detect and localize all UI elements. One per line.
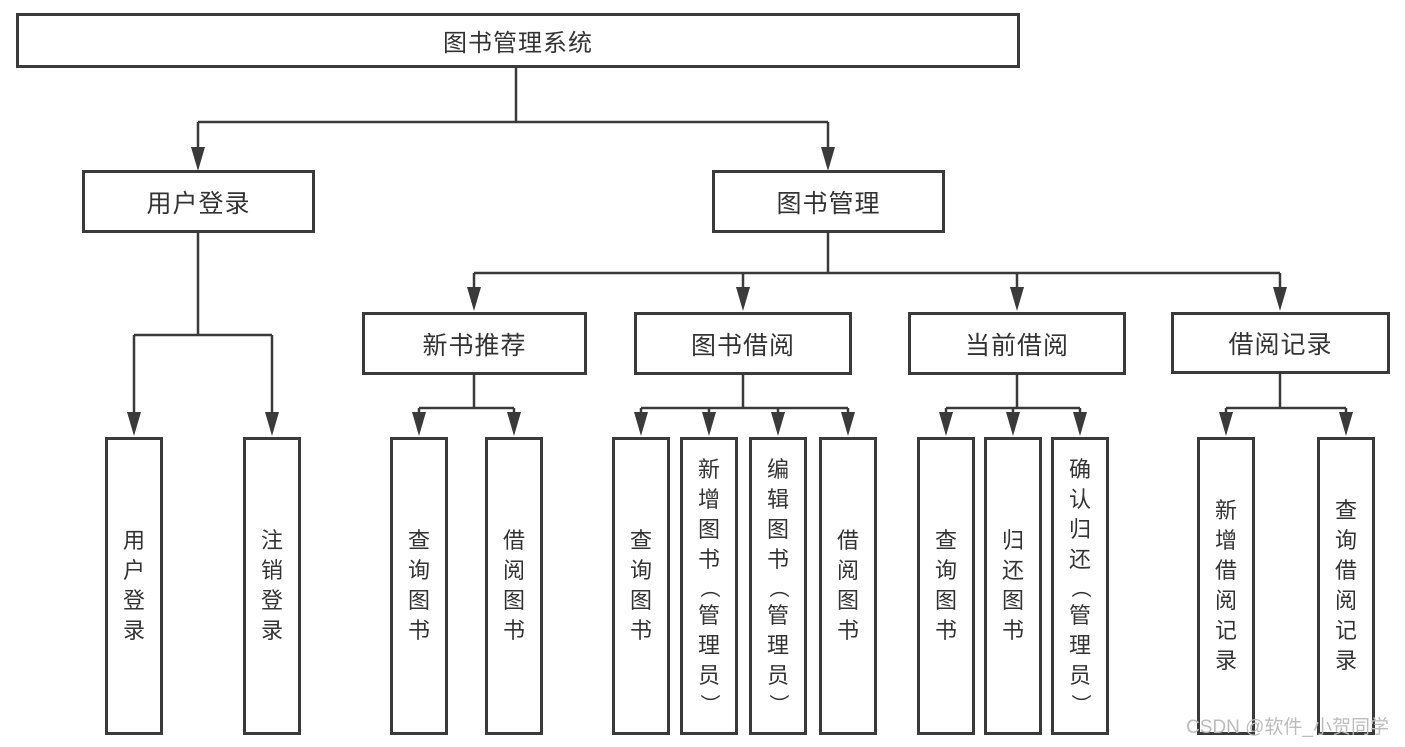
node-query-books-borrow: 查询图书 bbox=[612, 437, 670, 735]
node-return-books: 归还图书 bbox=[984, 437, 1042, 735]
node-user-login-label: 用户登录 bbox=[146, 189, 251, 218]
node-query-books-current: 查询图书 bbox=[917, 437, 975, 735]
node-query-books-recommend: 查询图书 bbox=[390, 437, 448, 735]
node-current-borrow-label: 当前借阅 bbox=[964, 331, 1069, 360]
node-library-system-label: 图书管理系统 bbox=[443, 30, 593, 57]
node-confirm-return-admin-label: 确认归还（管理员） bbox=[1068, 457, 1091, 714]
node-query-books-recommend-label: 查询图书 bbox=[407, 528, 430, 643]
node-logout-action: 注销登录 bbox=[243, 437, 301, 735]
node-book-borrow-label: 图书借阅 bbox=[690, 331, 795, 360]
node-add-borrow-record: 新增借阅记录 bbox=[1197, 437, 1255, 735]
node-user-login-action-label: 用户登录 bbox=[122, 528, 145, 643]
node-new-book-recommend: 新书推荐 bbox=[362, 312, 587, 375]
node-book-management-label: 图书管理 bbox=[776, 189, 881, 218]
node-edit-books-admin-label: 编辑图书（管理员） bbox=[766, 457, 789, 714]
node-new-book-recommend-label: 新书推荐 bbox=[422, 331, 527, 360]
node-query-borrow-record-label: 查询借阅记录 bbox=[1334, 498, 1357, 673]
node-return-books-label: 归还图书 bbox=[1001, 528, 1024, 643]
node-query-books-current-label: 查询图书 bbox=[934, 528, 957, 643]
node-confirm-return-admin: 确认归还（管理员） bbox=[1051, 437, 1109, 735]
node-library-system: 图书管理系统 bbox=[16, 13, 1020, 68]
node-book-management: 图书管理 bbox=[712, 170, 945, 233]
node-edit-books-admin: 编辑图书（管理员） bbox=[749, 437, 807, 735]
node-current-borrow: 当前借阅 bbox=[908, 312, 1126, 375]
node-user-login-action: 用户登录 bbox=[105, 437, 163, 735]
node-borrow-books-action: 借阅图书 bbox=[819, 437, 877, 735]
node-borrow-records: 借阅记录 bbox=[1171, 312, 1390, 374]
node-borrow-books-recommend: 借阅图书 bbox=[485, 437, 543, 735]
node-query-books-borrow-label: 查询图书 bbox=[629, 528, 652, 643]
node-borrow-books-action-label: 借阅图书 bbox=[836, 528, 859, 643]
node-add-books-admin: 新增图书（管理员） bbox=[680, 437, 738, 735]
node-book-borrow: 图书借阅 bbox=[634, 312, 852, 375]
node-add-borrow-record-label: 新增借阅记录 bbox=[1214, 498, 1237, 673]
arrowhead-icons bbox=[127, 147, 1353, 436]
node-add-books-admin-label: 新增图书（管理员） bbox=[697, 457, 720, 714]
watermark: CSDN @软件_小贺同学 bbox=[1186, 717, 1389, 738]
node-borrow-books-recommend-label: 借阅图书 bbox=[502, 528, 525, 643]
node-user-login: 用户登录 bbox=[82, 170, 315, 233]
node-query-borrow-record: 查询借阅记录 bbox=[1317, 437, 1375, 735]
node-logout-action-label: 注销登录 bbox=[260, 528, 283, 643]
node-borrow-records-label: 借阅记录 bbox=[1228, 331, 1333, 359]
